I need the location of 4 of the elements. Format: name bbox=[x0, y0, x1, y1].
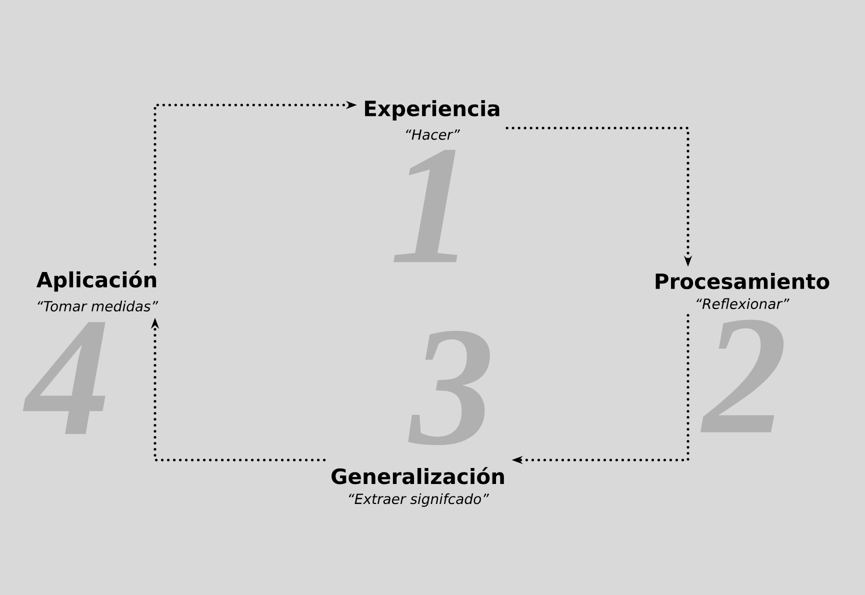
stage-label: Aplicación “Tomar medidas” bbox=[36, 270, 158, 312]
stage-label: Experiencia “Hacer” bbox=[365, 100, 500, 140]
stage-label: Procesamiento “Reflexionar” bbox=[656, 272, 830, 310]
stage-label: Generalización “Extraer signifcado” bbox=[332, 467, 504, 507]
